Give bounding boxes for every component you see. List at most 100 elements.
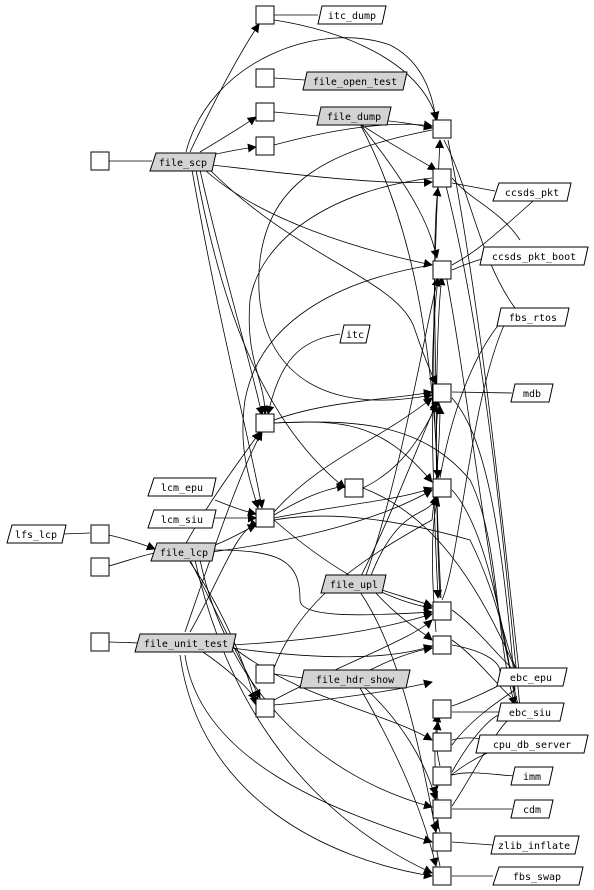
- node-ebc-siu: ebc_siu: [496, 702, 565, 722]
- node-cdm: cdm: [510, 799, 554, 819]
- edge: [184, 431, 263, 633]
- node-file-upl: file_upl: [320, 574, 387, 594]
- edge: [191, 169, 266, 509]
- edge: [211, 143, 257, 156]
- edge: [445, 185, 521, 709]
- edge: [229, 644, 433, 741]
- label-nodes: itc_dump file_open_test file_dump file_s…: [6, 5, 589, 886]
- edge: [273, 405, 445, 669]
- edge: [179, 654, 433, 880]
- edge: [445, 274, 521, 713]
- node-file-lcp: file_lcp: [150, 542, 217, 562]
- edge: [451, 772, 516, 777]
- node-ccsds-pkt-boot: ccsds_pkt_boot: [479, 246, 589, 266]
- svg-text:fbs_rtos: fbs_rtos: [509, 313, 557, 324]
- svg-text:itc_dump: itc_dump: [328, 11, 376, 22]
- edge: [211, 489, 433, 553]
- edge: [214, 499, 257, 517]
- svg-text:itc: itc: [346, 330, 364, 341]
- node-box: [255, 5, 275, 25]
- svg-text:mdb: mdb: [523, 389, 541, 400]
- node-file-hdr-show: file_hdr_show: [299, 669, 411, 689]
- node-fbs-swap: fbs_swap: [492, 866, 584, 886]
- node-box: [255, 102, 275, 122]
- edge: [209, 169, 437, 385]
- svg-text:imm: imm: [523, 772, 541, 783]
- svg-text:file_unit_test: file_unit_test: [144, 639, 228, 650]
- node-lfs-lcp: lfs_lcp: [6, 524, 67, 544]
- node-cpu-db-server: cpu_db_server: [475, 734, 589, 754]
- edge: [195, 169, 346, 489]
- edge: [189, 559, 261, 699]
- svg-text:ebc_siu: ebc_siu: [509, 708, 551, 719]
- edge: [362, 403, 438, 489]
- svg-text:file_dump: file_dump: [327, 112, 381, 123]
- node-box: [432, 601, 452, 621]
- svg-text:lcm_siu: lcm_siu: [161, 515, 203, 526]
- edge: [451, 397, 516, 691]
- node-box: [432, 119, 452, 139]
- edge: [185, 37, 440, 153]
- node-box: [255, 698, 275, 718]
- edge: [451, 714, 516, 807]
- edge: [273, 515, 519, 673]
- node-file-scp: file_scp: [149, 152, 217, 172]
- edge: [451, 489, 516, 701]
- edge: [211, 549, 433, 617]
- node-ccsds-pkt: ccsds_pkt: [492, 182, 572, 202]
- node-zlib-inflate: zlib_inflate: [490, 835, 580, 855]
- node-ebc-epu: ebc_epu: [496, 667, 568, 687]
- edge: [108, 552, 156, 567]
- edge: [273, 120, 433, 146]
- node-imm: imm: [510, 766, 554, 786]
- node-file-unit-test: file_unit_test: [134, 633, 237, 653]
- node-itc-dump: itc_dump: [317, 5, 387, 25]
- svg-text:ebc_epu: ebc_epu: [510, 673, 552, 684]
- node-box: [432, 799, 452, 819]
- edge: [443, 139, 516, 309]
- node-box: [432, 383, 452, 403]
- edge: [199, 559, 433, 810]
- edge: [381, 589, 433, 608]
- svg-text:file_hdr_show: file_hdr_show: [316, 675, 395, 686]
- edge: [248, 177, 433, 415]
- edge: [362, 487, 521, 681]
- node-box: [90, 524, 110, 544]
- edge: [451, 689, 516, 746]
- edge: [199, 649, 257, 701]
- edge: [258, 129, 433, 401]
- node-box: [255, 68, 275, 88]
- node-lcm-siu: lcm_siu: [147, 509, 217, 529]
- edge: [364, 687, 439, 801]
- edge: [273, 486, 433, 519]
- node-box: [90, 151, 110, 171]
- edge: [369, 495, 439, 579]
- node-box: [432, 732, 452, 752]
- edge: [189, 23, 260, 153]
- node-box: [432, 168, 452, 188]
- edge: [211, 164, 433, 187]
- svg-text:zlib_inflate: zlib_inflate: [498, 841, 570, 852]
- svg-text:lfs_lcp: lfs_lcp: [15, 530, 57, 541]
- node-itc: itc: [339, 324, 371, 344]
- svg-text:cdm: cdm: [523, 805, 541, 816]
- svg-text:cpu_db_server: cpu_db_server: [493, 740, 571, 751]
- edge: [108, 534, 156, 551]
- edges: [62, 14, 541, 880]
- edge: [184, 654, 433, 844]
- edge: [359, 123, 437, 171]
- node-box: [255, 413, 275, 433]
- svg-text:ccsds_pkt_boot: ccsds_pkt_boot: [492, 252, 576, 263]
- edge: [273, 397, 433, 513]
- edge: [439, 322, 501, 479]
- node-box: [432, 866, 452, 886]
- node-fbs-rtos: fbs_rtos: [496, 307, 570, 327]
- node-box: [432, 766, 452, 786]
- edge: [231, 644, 433, 658]
- edge: [374, 591, 433, 641]
- box-nodes: [90, 5, 452, 886]
- svg-text:lcm_epu: lcm_epu: [161, 483, 203, 494]
- svg-text:fbs_swap: fbs_swap: [513, 872, 561, 883]
